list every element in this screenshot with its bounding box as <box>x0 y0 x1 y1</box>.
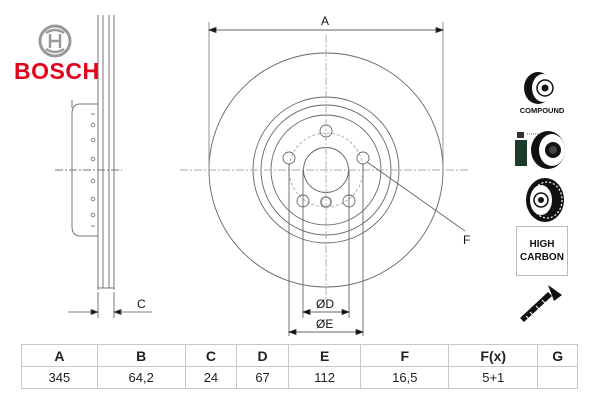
spec-table: A B C D E F F(x) G 345 64,2 24 67 112 16… <box>21 344 578 389</box>
value-cell: 24 <box>184 366 238 389</box>
header-cell: F(x) <box>448 344 539 367</box>
spec-table-value-row: 345 64,2 24 67 112 16,5 5+1 <box>21 366 578 389</box>
compound-label: COMPOUND <box>519 106 565 115</box>
header-cell: E <box>287 344 362 367</box>
vented-disc-icon <box>526 178 564 222</box>
value-cell: 16,5 <box>360 366 450 389</box>
screw-icon <box>520 285 562 322</box>
header-cell: G <box>537 344 578 367</box>
label-c: C <box>137 297 146 311</box>
header-cell: F <box>360 344 450 367</box>
value-cell: 67 <box>236 366 289 389</box>
value-cell <box>537 366 578 389</box>
header-cell: A <box>21 344 98 367</box>
value-cell: 112 <box>287 366 362 389</box>
disc-front-view <box>180 22 470 336</box>
label-a: A <box>321 14 329 28</box>
value-cell: 5+1 <box>448 366 539 389</box>
high-carbon-badge: HIGH CARBON <box>516 226 568 276</box>
value-cell: 345 <box>21 366 98 389</box>
coating-spray-icon <box>515 131 565 169</box>
header-cell: C <box>184 344 238 367</box>
value-cell: 64,2 <box>96 366 186 389</box>
high-carbon-label: HIGH CARBON <box>520 239 564 263</box>
header-cell: B <box>96 344 186 367</box>
compound-disc-icon <box>524 72 554 104</box>
header-cell: D <box>236 344 289 367</box>
disc-side-profile <box>55 15 122 290</box>
label-d: ØD <box>316 297 334 311</box>
bosch-logo-icon <box>38 24 72 58</box>
label-f: F <box>463 233 470 247</box>
bosch-logo-text: BOSCH <box>14 58 100 84</box>
dimension-arrows <box>207 26 445 336</box>
label-e: ØE <box>316 317 333 331</box>
spec-table-header-row: A B C D E F F(x) G <box>21 344 578 367</box>
dimension-c <box>68 292 152 318</box>
